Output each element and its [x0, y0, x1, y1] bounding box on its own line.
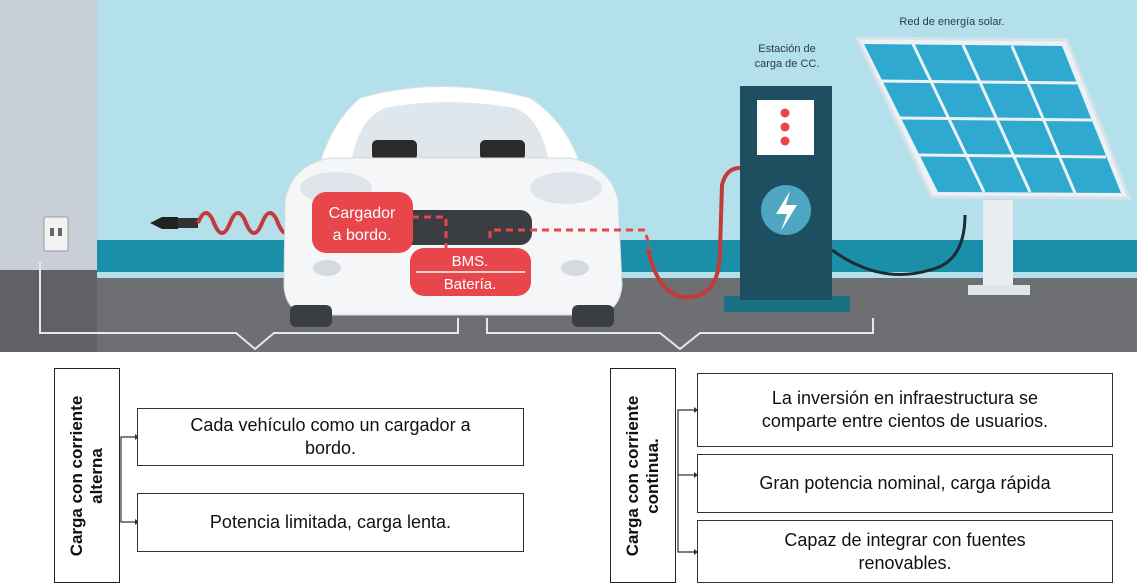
dc-charging-heading: Carga con corriente continua.	[610, 368, 676, 583]
station-label-2: carga de CC.	[755, 58, 820, 70]
dc-cable	[646, 166, 741, 300]
lightning-bolt-icon	[776, 191, 797, 231]
ac-item-limited-power: Potencia limitada, carga lenta.	[137, 493, 524, 552]
onboard-charger-label-1: Cargador	[329, 205, 396, 222]
ac-charging-heading-text: Carga con corriente alterna	[67, 395, 106, 556]
battery-label: Batería.	[444, 276, 497, 293]
solar-panel	[854, 36, 1132, 295]
dc-item-renewables: Capaz de integrar con fuentes renovables…	[697, 520, 1113, 583]
station-label-1: Estación de	[758, 43, 815, 55]
ac-item-onboard-charger: Cada vehículo como un cargador a bordo.	[137, 408, 524, 466]
dc-charging-station	[724, 86, 850, 312]
ac-charging-heading: Carga con corriente alterna	[54, 368, 120, 583]
dc-item-high-power: Gran potencia nominal, carga rápida	[697, 454, 1113, 513]
onboard-charger-bubble	[312, 192, 413, 253]
dc-charging-heading-text: Carga con corriente continua.	[623, 395, 662, 556]
ev-charging-illustration: Cargador a bordo. BMS. Batería. Estación…	[0, 0, 1137, 352]
dc-item-shared-infrastructure: La inversión en infraestructura se compa…	[697, 373, 1113, 447]
wall-outlet-icon	[43, 216, 69, 252]
onboard-charger-label-2: a bordo.	[333, 227, 392, 244]
scene-brace-lines	[39, 262, 874, 351]
bms-label: BMS.	[452, 253, 489, 270]
internal-wiring	[412, 215, 652, 251]
solar-label: Red de energía solar.	[899, 16, 1004, 28]
grid-cable	[831, 214, 967, 276]
